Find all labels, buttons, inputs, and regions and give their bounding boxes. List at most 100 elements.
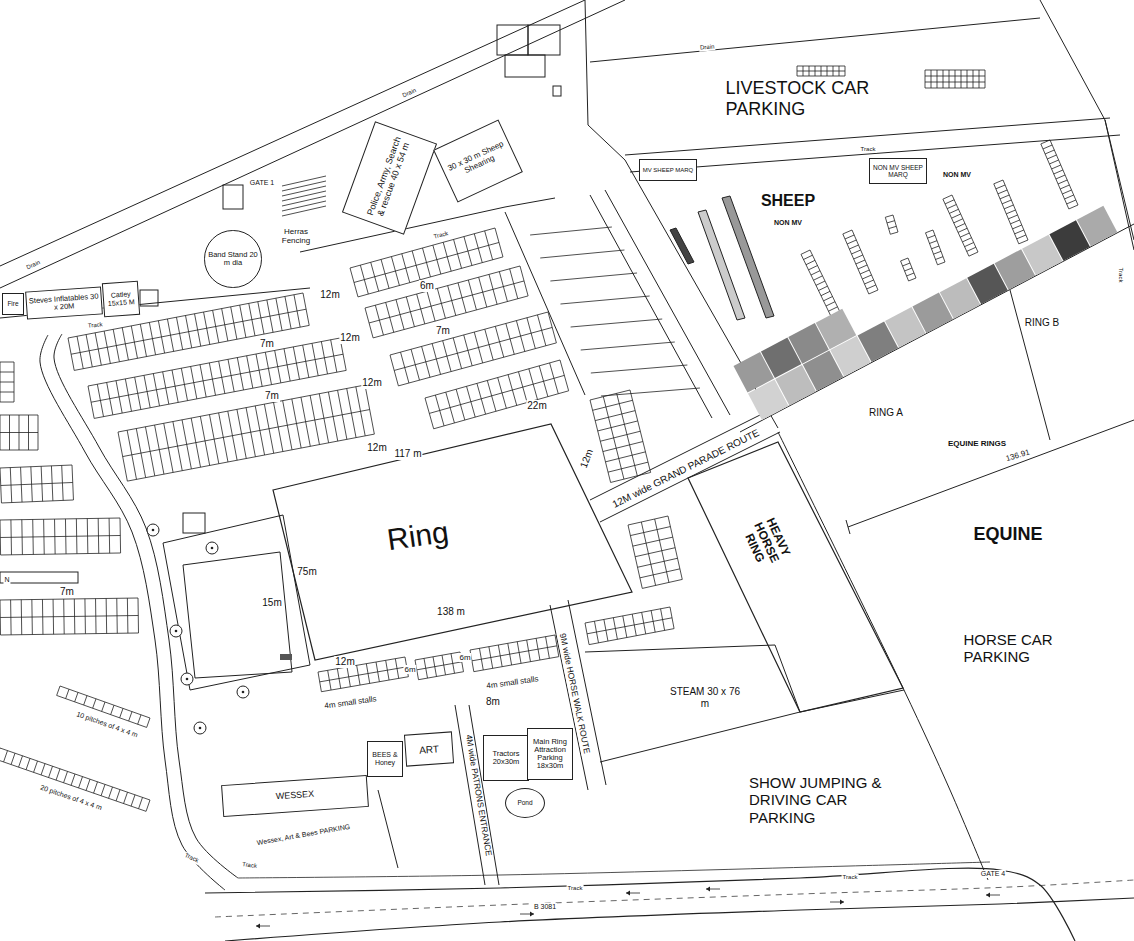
label-holder: Track (430, 221, 451, 243)
field-boundary (163, 515, 310, 690)
direction-arrow (530, 912, 534, 917)
label-holder: RING A (868, 402, 904, 420)
map-label: SHEEP (760, 192, 816, 210)
map-label: Track (1117, 267, 1124, 284)
label-holder: SHOW JUMPING & DRIVING CAR PARKING (748, 774, 888, 826)
parking-stalls (415, 652, 464, 680)
label-holder: N (3, 568, 10, 586)
map-label: GATE 1 (249, 179, 275, 187)
label-holder: 12m (573, 445, 597, 471)
map-label: N (3, 576, 10, 584)
arena-outline (183, 552, 292, 678)
label-holder: 75m (296, 561, 317, 579)
sign-box (0, 572, 78, 583)
post-symbol (147, 524, 159, 536)
label-holder: EQUINE (972, 524, 1043, 545)
road-centre-line (215, 880, 1134, 917)
pond-shape: Pond (505, 788, 545, 818)
post-symbol (211, 547, 214, 550)
label-holder: Drain (698, 34, 716, 53)
node-text: HEAVY HORSE RING (738, 513, 793, 571)
dimension-line (848, 420, 1134, 527)
parking-stalls (843, 230, 878, 294)
sheep-pen-divider (530, 227, 700, 396)
label-holder: Track (182, 843, 205, 866)
parking-stalls (1041, 140, 1078, 209)
region-outline (688, 442, 903, 712)
parking-stalls (925, 70, 985, 88)
bandstand-circle: Band Stand 20 m dia (204, 230, 261, 287)
parking-stalls (943, 195, 978, 256)
field-boundary (1040, 0, 1134, 240)
label-holder: Track (86, 312, 104, 331)
label-holder: GATE 1 (249, 171, 275, 189)
map-label: 136.91 (1004, 447, 1032, 464)
building (223, 185, 243, 209)
drain-edge (0, 0, 625, 288)
label-holder: B 3081 (533, 895, 557, 913)
map-label: 12m (334, 656, 355, 668)
parking-stalls (0, 465, 73, 503)
map-label: RING A (868, 407, 904, 419)
map-label: Herras Fencing (274, 227, 318, 245)
label-holder: 7m (264, 385, 280, 403)
label-holder: 8m (485, 691, 501, 709)
node-text: Band Stand 20 m dia (207, 251, 258, 268)
label-holder: SHEEP (760, 192, 816, 210)
map-label: Track (842, 874, 859, 881)
building (497, 25, 528, 55)
parking-stalls (797, 66, 845, 76)
post-symbol (237, 686, 249, 698)
label-holder: 12m (319, 284, 340, 302)
field-boundary (625, 160, 778, 428)
map-label: EQUINE (972, 524, 1043, 545)
label-holder: 4m small stalls (322, 687, 378, 712)
parking-stalls (118, 385, 374, 481)
node-text: Tractors 20x30m (486, 750, 526, 767)
label-holder: 7m (435, 320, 451, 338)
label-holder: Track (860, 137, 877, 155)
area-box: Police, Army, Search & rescue 40 x 54 m (342, 121, 437, 235)
map-label: LIVESTOCK CAR PARKING (725, 78, 900, 119)
label-holder: Track (1115, 267, 1133, 284)
label-holder: 22m (526, 395, 547, 413)
drain-edge (590, 18, 1040, 62)
map-label: 7m (59, 586, 75, 598)
field-boundary (378, 790, 398, 868)
parking-stalls (390, 312, 556, 386)
drain-edge (0, 0, 585, 266)
map-label: Drain (401, 87, 419, 100)
track-edge (625, 118, 1110, 155)
map-label: NON MV (942, 171, 972, 179)
map-label: 7m (435, 325, 451, 337)
area-box: ART (404, 731, 454, 766)
map-label: 12m (319, 289, 340, 301)
parking-stalls (470, 635, 559, 672)
map-label: 6m (458, 653, 471, 662)
map-label: 20 pitches of 4 x 4 m (38, 783, 104, 812)
label-holder: 4m small stalls (484, 667, 540, 692)
building (528, 25, 560, 55)
map-label: Track (182, 851, 200, 864)
direction-arrow (840, 900, 844, 905)
parking-stalls (801, 250, 840, 316)
post-symbol (194, 722, 206, 734)
map-label: GATE 4 (980, 870, 1006, 878)
map-label: Track (87, 321, 104, 329)
area-box: Tractors 20x30m (483, 735, 529, 781)
parking-stalls (350, 228, 503, 297)
parking-stalls (994, 180, 1028, 244)
route-edge (590, 410, 770, 500)
node-text: Fire (7, 300, 18, 307)
marquee-box: NON MV SHEEP MARQ (869, 158, 927, 184)
label-holder: Herras Fencing (274, 227, 318, 245)
sheep-pen (722, 196, 774, 318)
pen-rail (590, 195, 712, 418)
label-holder: GATE 4 (980, 862, 1006, 880)
parking-stalls (88, 338, 346, 418)
label-holder: 7m (259, 333, 275, 351)
area-box: Fire (2, 293, 24, 315)
node-text: Pond (517, 799, 532, 806)
label-holder: Track (240, 852, 259, 872)
label-holder: 138 m (436, 601, 466, 619)
